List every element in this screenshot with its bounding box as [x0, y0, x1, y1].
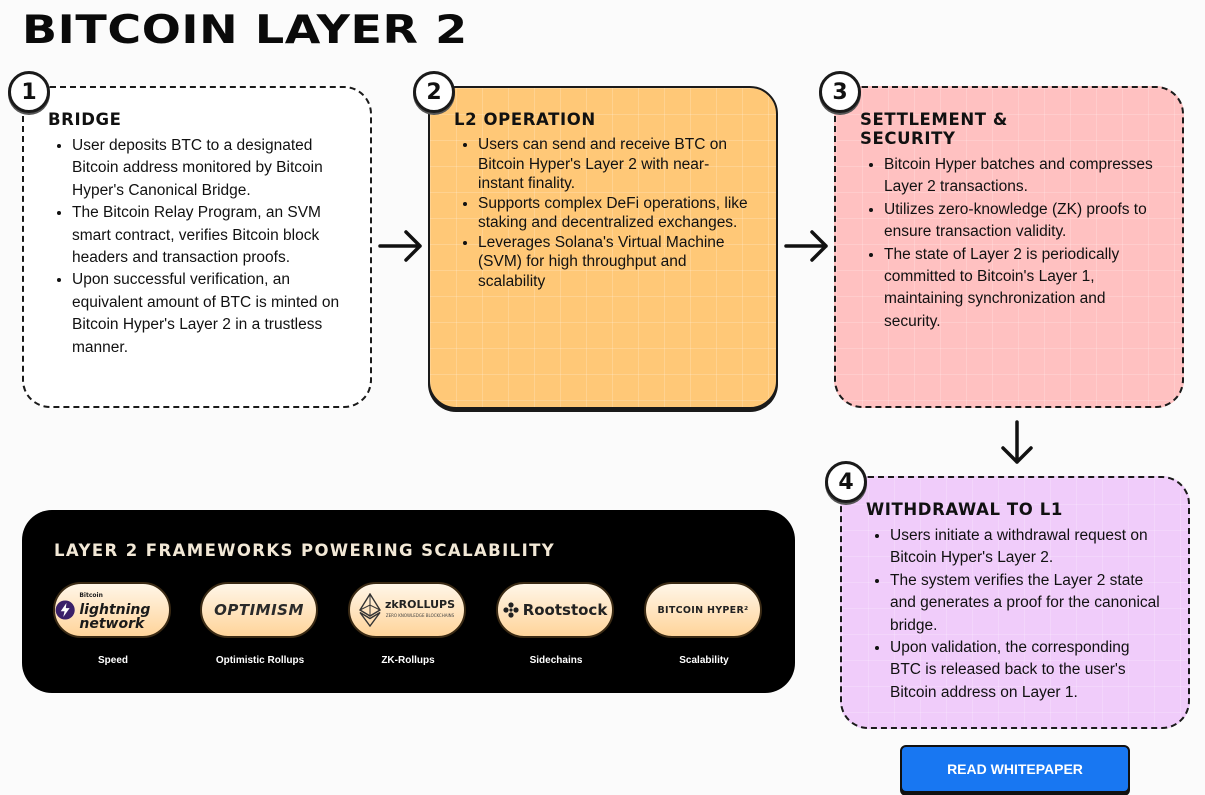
framework-logo-text: zkROLLUPS: [384, 598, 456, 611]
step-bullet: User deposits BTC to a designated Bitcoi…: [72, 135, 346, 202]
framework-logo-text: lightning network: [79, 602, 151, 632]
framework-label: Speed: [97, 655, 128, 666]
arrow-right-icon: [378, 230, 422, 262]
step-bullet: The state of Layer 2 is periodically com…: [884, 244, 1158, 334]
step-card-settlement-security: SETTLEMENT & SECURITY Bitcoin Hyper batc…: [834, 86, 1184, 408]
rootstock-icon: [503, 602, 519, 618]
framework-logo-optimism: OPTIMISM: [200, 582, 318, 638]
step-number-badge: 4: [825, 461, 867, 503]
step-bullet-list: Users initiate a withdrawal request on B…: [866, 525, 1164, 704]
framework-label: Scalability: [679, 655, 729, 666]
framework-logo-bitcoin-hyper: BITCOIN HYPER²: [644, 582, 762, 638]
framework-logo-rootstock: Rootstock: [496, 582, 614, 638]
step-bullet: Users can send and receive BTC on Bitcoi…: [478, 135, 752, 194]
step-bullet: Utilizes zero-knowledge (ZK) proofs to e…: [884, 199, 1158, 244]
framework-label: Sidechains: [529, 655, 583, 666]
step-title: BRIDGE: [48, 110, 122, 129]
step-card-withdrawal: WITHDRAWAL TO L1 Users initiate a withdr…: [840, 476, 1190, 729]
page-title: BITCOIN LAYER 2: [22, 8, 468, 53]
framework-item-lightning: Bitcoin lightning network Speed: [53, 582, 173, 666]
step-bullet: Users initiate a withdrawal request on B…: [890, 525, 1164, 570]
framework-logo-top: Bitcoin: [79, 592, 103, 599]
step-card-l2-operation: L2 OPERATION Users can send and receive …: [428, 86, 778, 409]
framework-logo-text: BITCOIN HYPER²: [657, 604, 749, 616]
step-bullet-list: Bitcoin Hyper batches and compresses Lay…: [860, 154, 1158, 333]
step-bullet: The system verifies the Layer 2 state an…: [890, 570, 1164, 637]
step-bullet: Upon successful verification, an equival…: [72, 269, 346, 359]
framework-item-rootstock: Rootstock Sidechains: [496, 582, 616, 666]
framework-item-optimism: OPTIMISM Optimistic Rollups: [200, 582, 320, 666]
step-bullet: Upon validation, the corresponding BTC i…: [890, 637, 1164, 704]
framework-item-zk-rollups: zkROLLUPS ZERO KNOWLEDGE BLOCKCHAINS ZK-…: [348, 582, 468, 666]
frameworks-title: LAYER 2 FRAMEWORKS POWERING SCALABILITY: [54, 541, 556, 560]
framework-item-bitcoin-hyper: BITCOIN HYPER² Scalability: [644, 582, 764, 666]
framework-logo-text: Rootstock: [522, 601, 608, 619]
read-whitepaper-button[interactable]: READ WHITEPAPER: [900, 745, 1130, 793]
framework-label: Optimistic Rollups: [215, 655, 305, 666]
ethereum-icon: [358, 593, 381, 627]
step-bullet-list: User deposits BTC to a designated Bitcoi…: [48, 135, 346, 359]
step-bullet: The Bitcoin Relay Program, an SVM smart …: [72, 202, 346, 269]
framework-label: ZK-Rollups: [381, 655, 435, 666]
arrow-right-icon: [784, 230, 828, 262]
step-title: SETTLEMENT & SECURITY: [860, 110, 1008, 148]
step-number-badge: 2: [413, 71, 455, 113]
step-bullet: Leverages Solana's Virtual Machine (SVM)…: [478, 233, 752, 292]
step-bullet: Supports complex DeFi operations, like s…: [478, 194, 752, 233]
step-number-badge: 1: [8, 71, 50, 113]
framework-logo-lightning: Bitcoin lightning network: [53, 582, 171, 638]
framework-logo-zk-rollups: zkROLLUPS ZERO KNOWLEDGE BLOCKCHAINS: [348, 582, 466, 638]
arrow-down-icon: [1001, 420, 1033, 464]
step-bullet-list: Users can send and receive BTC on Bitcoi…: [454, 135, 752, 291]
framework-logo-sub: ZERO KNOWLEDGE BLOCKCHAINS: [385, 613, 455, 618]
step-title: L2 OPERATION: [454, 110, 596, 129]
step-card-bridge: BRIDGE User deposits BTC to a designated…: [22, 86, 372, 408]
frameworks-panel: LAYER 2 FRAMEWORKS POWERING SCALABILITY …: [22, 510, 795, 693]
step-title: WITHDRAWAL TO L1: [866, 500, 1063, 519]
step-bullet: Bitcoin Hyper batches and compresses Lay…: [884, 154, 1158, 199]
step-number-badge: 3: [819, 71, 861, 113]
framework-logo-text: OPTIMISM: [214, 601, 304, 619]
lightning-icon: [55, 600, 75, 620]
